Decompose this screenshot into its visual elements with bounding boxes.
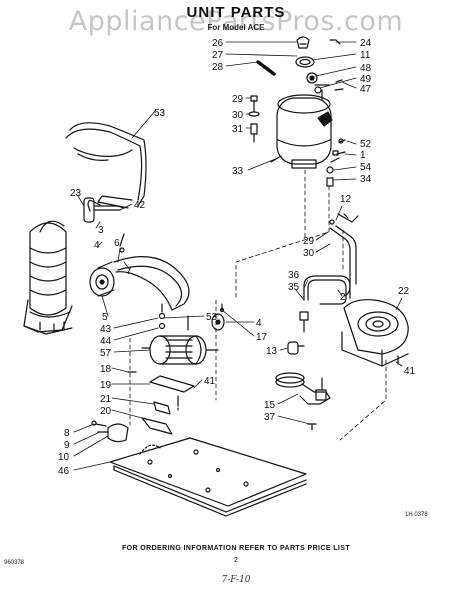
- page-number: 2: [234, 557, 238, 564]
- callout-29-top: 29: [232, 94, 244, 105]
- callout-29-mid: 29: [303, 236, 315, 247]
- drain-fitting: [91, 420, 129, 443]
- callout-27: 27: [212, 50, 224, 61]
- mount-bolts-left: [248, 95, 260, 143]
- callout-41-left: 41: [204, 376, 216, 387]
- compressor: [270, 84, 340, 169]
- callout-13: 13: [266, 346, 278, 357]
- diagram-code-left: 960378: [4, 560, 25, 566]
- callout-1: 53: [154, 108, 166, 119]
- callout-43: 43: [100, 324, 112, 335]
- callout-26: 26: [212, 38, 224, 49]
- leader-lines: [73, 41, 403, 471]
- pulley-and-belt: [89, 233, 190, 311]
- callout-30-top: 30: [232, 110, 244, 121]
- callout-8: 8: [64, 428, 70, 439]
- callout-23: 23: [70, 188, 82, 199]
- callout-labels: 26 24 27 11 28 48 49 47 29 30 31 52 53 1…: [58, 38, 416, 477]
- callout-53-top: 1: [360, 150, 366, 161]
- callout-52: 52: [360, 139, 372, 150]
- blower-housing: [341, 299, 409, 367]
- callout-4-left: 4: [94, 240, 100, 251]
- callout-20: 20: [100, 406, 112, 417]
- callout-33: 33: [232, 166, 244, 177]
- callout-10: 10: [58, 452, 70, 463]
- callout-5: 5: [102, 312, 108, 323]
- callout-12: 12: [340, 194, 352, 205]
- callout-36: 36: [288, 270, 300, 281]
- callout-30-mid: 30: [303, 248, 315, 259]
- terminal-cover-assembly: [256, 36, 344, 94]
- callout-6: 6: [114, 238, 120, 249]
- callout-11: 11: [360, 50, 371, 61]
- callout-24: 24: [360, 38, 372, 49]
- callout-42: 42: [134, 200, 146, 211]
- callout-46: 46: [58, 466, 70, 477]
- callout-34: 34: [360, 174, 372, 185]
- watermark: AppliancePartsPros.com: [68, 6, 404, 37]
- callout-2: 2: [340, 292, 346, 303]
- mount-bolts-right: [326, 138, 346, 187]
- callout-47: 47: [360, 84, 372, 95]
- callout-53-mid: 53: [206, 312, 218, 323]
- callout-54: 54: [360, 162, 372, 173]
- switch: [287, 341, 305, 355]
- handwritten-date: 7-F-10: [221, 575, 251, 585]
- callout-17: 17: [256, 332, 268, 343]
- callout-19: 19: [100, 380, 112, 391]
- callout-9: 9: [64, 440, 70, 451]
- callout-37: 37: [264, 412, 276, 423]
- diagram-code-right: 1H 0378: [405, 512, 428, 518]
- callout-48: 48: [360, 63, 372, 74]
- capillary-tube: [329, 213, 359, 297]
- callout-57: 57: [100, 348, 112, 359]
- callout-44: 44: [100, 336, 112, 347]
- callout-7: 7: [126, 266, 132, 277]
- evaporator-coil: [23, 220, 73, 335]
- condenser-tubing: [299, 275, 351, 333]
- ordering-note: FOR ORDERING INFORMATION REFER TO PARTS …: [121, 545, 351, 552]
- callout-41-right: 41: [404, 366, 416, 377]
- callout-28: 28: [212, 62, 224, 73]
- diagram-subtitle: For Model ACE: [207, 23, 265, 32]
- callout-4-mid: 4: [256, 318, 262, 329]
- valve-assembly: [275, 372, 331, 431]
- callout-15: 15: [264, 400, 276, 411]
- base-pan: [109, 437, 307, 517]
- callout-21: 21: [100, 394, 112, 405]
- callout-18: 18: [100, 364, 112, 375]
- callout-35: 35: [288, 282, 300, 293]
- diagram-title: UNIT PARTS: [186, 4, 286, 21]
- callout-49: 49: [360, 74, 372, 85]
- callout-22: 22: [398, 286, 410, 297]
- tubing-assembly: [65, 122, 147, 223]
- motor-bracket: [127, 371, 195, 435]
- callout-31: 31: [232, 124, 244, 135]
- callout-3: 3: [98, 225, 104, 236]
